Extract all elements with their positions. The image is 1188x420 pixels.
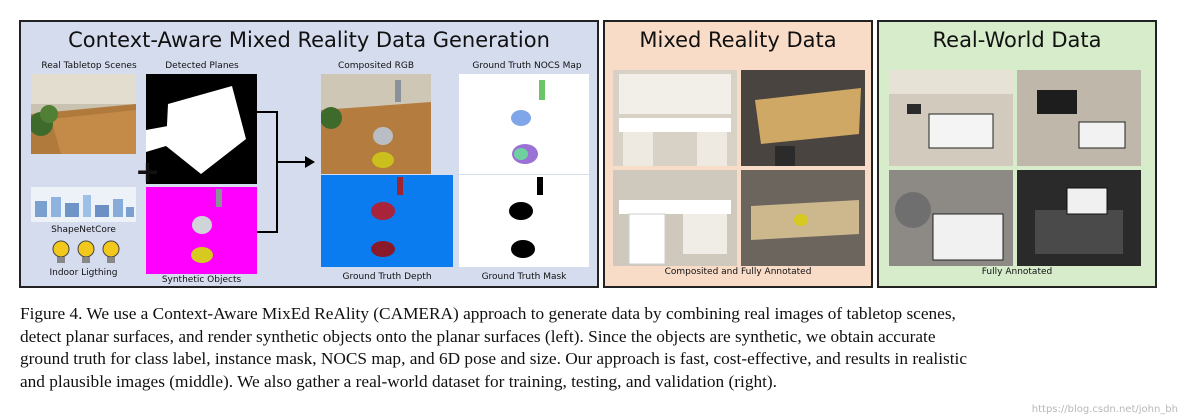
mixed-reality-image-4 bbox=[741, 170, 865, 266]
real-world-image-2 bbox=[1017, 70, 1141, 166]
label-indoor-lighting: Indoor Ligthing bbox=[49, 268, 118, 278]
label-shapenetcore: ShapeNetCore bbox=[51, 225, 116, 235]
lightbulb-icon bbox=[52, 240, 70, 263]
real-world-panel: Real-World Data Fully Annotated bbox=[877, 20, 1157, 288]
lightbulb-icon bbox=[77, 240, 95, 263]
label-synthetic-objects: Synthetic Objects bbox=[161, 275, 242, 285]
real-world-image-1 bbox=[889, 70, 1013, 166]
caption-line-1: Figure 4. We use a Context-Aware MixEd R… bbox=[20, 304, 956, 323]
lightbulb-icons bbox=[49, 239, 123, 267]
caption-line-2: detect planar surfaces, and render synth… bbox=[20, 326, 936, 346]
figure-caption: Figure 4. We use a Context-Aware MixEd R… bbox=[20, 303, 1160, 393]
mixed-reality-image-1 bbox=[613, 70, 737, 166]
label-gt-depth: Ground Truth Depth bbox=[342, 272, 432, 282]
generation-panel: Context-Aware Mixed Reality Data Generat… bbox=[19, 20, 599, 288]
lightbulb-icon bbox=[102, 240, 120, 263]
generation-panel-title: Context-Aware Mixed Reality Data Generat… bbox=[68, 28, 550, 52]
nocs-map-image bbox=[459, 74, 589, 174]
real-world-panel-title: Real-World Data bbox=[932, 28, 1102, 52]
detected-planes-image bbox=[146, 74, 257, 184]
mixed-reality-footer: Composited and Fully Annotated bbox=[664, 267, 812, 277]
real-world-image-4 bbox=[1017, 170, 1141, 266]
composited-rgb-edge bbox=[321, 170, 431, 174]
label-nocs-map: Ground Truth NOCS Map bbox=[472, 61, 582, 71]
gt-mask-image bbox=[459, 175, 589, 267]
real-world-footer: Fully Annotated bbox=[981, 267, 1053, 277]
label-composited-rgb: Composited RGB bbox=[337, 61, 414, 71]
composited-rgb-image bbox=[321, 74, 431, 170]
real-tabletop-image bbox=[31, 74, 136, 154]
mixed-reality-image-3 bbox=[613, 170, 737, 266]
synthetic-objects-image bbox=[146, 187, 257, 274]
label-real-scenes: Real Tabletop Scenes bbox=[41, 61, 137, 71]
gt-depth-image bbox=[321, 175, 453, 267]
shapenetcore-image bbox=[31, 187, 136, 222]
label-detected-planes: Detected Planes bbox=[165, 61, 239, 71]
flow-arrows bbox=[257, 111, 315, 233]
plus-sign: + bbox=[135, 155, 161, 190]
mixed-reality-panel: Mixed Reality Data Composit bbox=[603, 20, 873, 288]
mixed-reality-panel-title: Mixed Reality Data bbox=[639, 28, 837, 52]
watermark-url: https://blog.csdn.net/john_bh bbox=[1031, 404, 1178, 415]
caption-line-4: and plausible images (middle). We also g… bbox=[20, 371, 777, 391]
real-world-image-3 bbox=[889, 170, 1013, 266]
mixed-reality-image-2 bbox=[741, 70, 865, 166]
label-gt-mask: Ground Truth Mask bbox=[481, 272, 567, 282]
caption-line-3: ground truth for class label, instance m… bbox=[20, 349, 968, 368]
